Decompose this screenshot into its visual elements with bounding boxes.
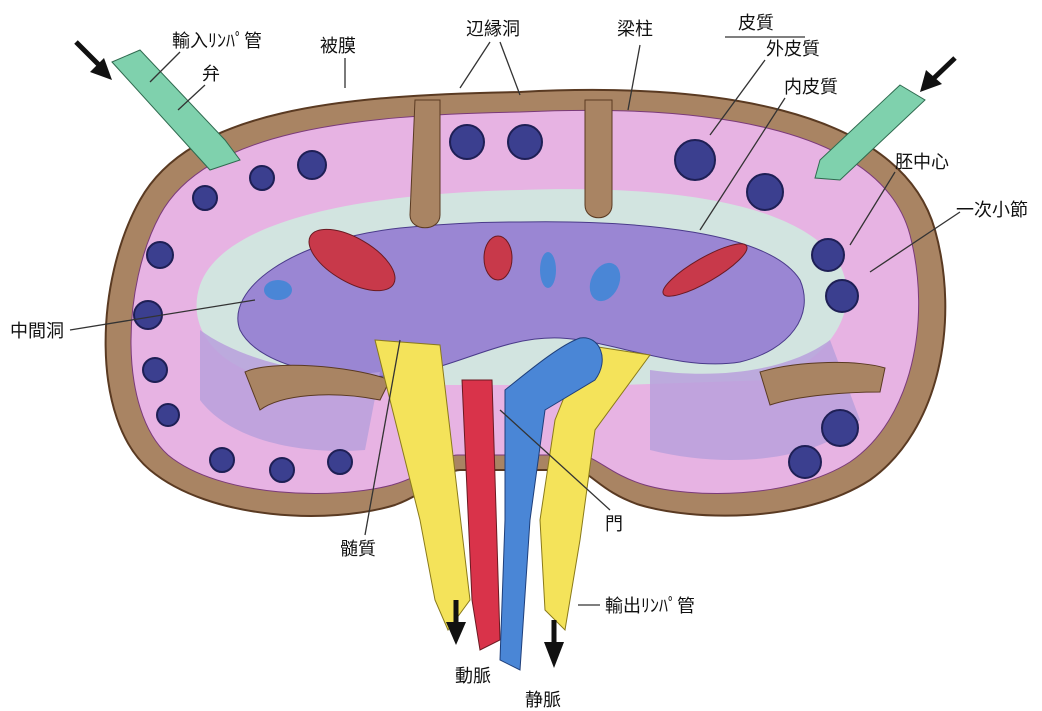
follicle bbox=[789, 446, 821, 478]
arrow-afferent-right bbox=[932, 58, 955, 80]
label-capsule: 被膜 bbox=[320, 36, 356, 57]
follicle bbox=[675, 140, 715, 180]
label-medulla: 髄質 bbox=[340, 539, 376, 560]
label-trabecula: 梁柱 bbox=[617, 19, 653, 40]
label-afferent-lymph: 輸入ﾘﾝﾊﾟ管 bbox=[172, 31, 262, 52]
follicle bbox=[250, 166, 274, 190]
follicle bbox=[193, 186, 217, 210]
arrowhead-efferent-left bbox=[446, 622, 466, 645]
follicle bbox=[147, 242, 173, 268]
follicle bbox=[747, 174, 783, 210]
label-efferent-lymph: 輸出ﾘﾝﾊﾟ管 bbox=[605, 596, 695, 617]
label-intermediate-sinus: 中間洞 bbox=[10, 321, 64, 342]
vessel-blue-2 bbox=[540, 252, 556, 288]
afferent-lymph-vessel-left bbox=[112, 50, 240, 170]
follicle bbox=[822, 410, 858, 446]
trabecula-2 bbox=[585, 100, 612, 218]
label-inner-cortex: 内皮質 bbox=[784, 77, 838, 98]
label-artery: 動脈 bbox=[455, 666, 491, 687]
label-hilum: 門 bbox=[605, 514, 623, 535]
follicle bbox=[812, 239, 844, 271]
follicle bbox=[143, 358, 167, 382]
label-valve: 弁 bbox=[202, 64, 220, 85]
follicle bbox=[270, 458, 294, 482]
label-cortex: 皮質 bbox=[738, 13, 774, 34]
follicle bbox=[826, 280, 858, 312]
vessel-red-2 bbox=[484, 236, 512, 280]
label-germinal-center: 胚中心 bbox=[895, 152, 949, 173]
arrow-afferent-left bbox=[76, 42, 100, 66]
follicle bbox=[450, 125, 484, 159]
vessel-blue-1 bbox=[264, 280, 292, 300]
trabecula-1 bbox=[410, 100, 440, 228]
follicle bbox=[328, 450, 352, 474]
follicle bbox=[298, 151, 326, 179]
label-primary-nodule: 一次小節 bbox=[956, 200, 1028, 221]
follicle bbox=[210, 448, 234, 472]
label-marginal-sinus: 辺縁洞 bbox=[466, 19, 520, 40]
label-vein: 静脈 bbox=[525, 690, 561, 711]
leader-marginal-sinus-a bbox=[460, 42, 490, 88]
arrowhead-efferent-right bbox=[544, 642, 564, 668]
follicle bbox=[157, 404, 179, 426]
leader-marginal-sinus-b bbox=[500, 42, 520, 95]
follicle bbox=[508, 125, 542, 159]
follicle bbox=[134, 301, 162, 329]
label-outer-cortex: 外皮質 bbox=[766, 39, 820, 60]
